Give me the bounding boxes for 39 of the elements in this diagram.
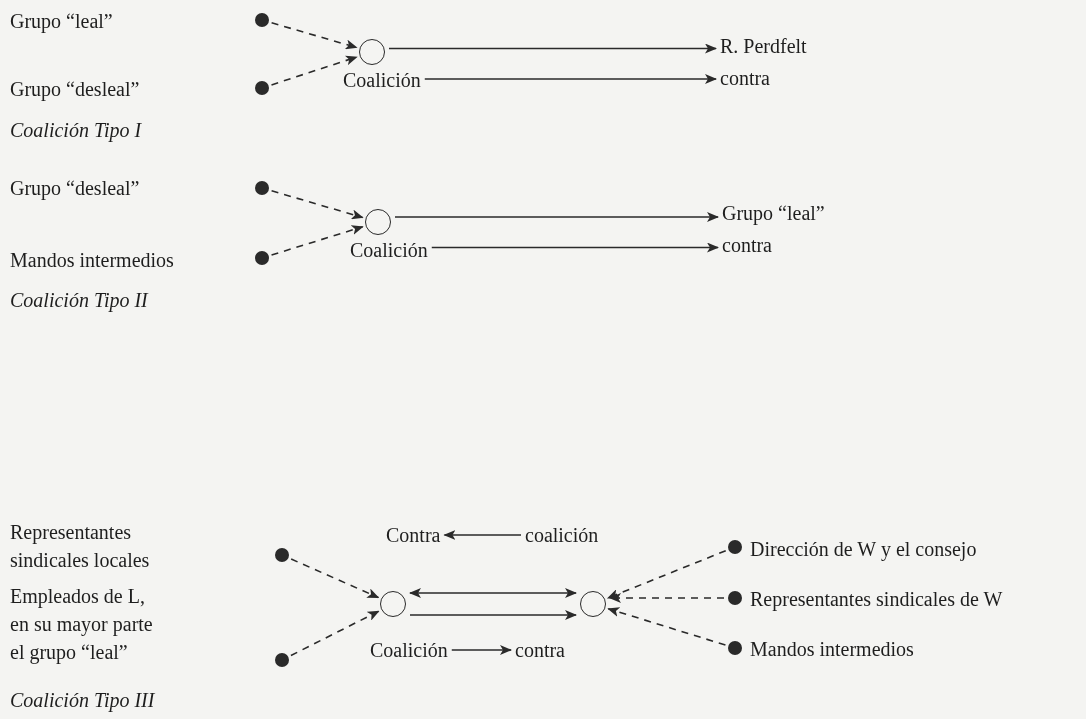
node-label: Coalición <box>370 638 448 662</box>
group-label: Grupo “desleal” <box>10 176 140 200</box>
arrow <box>430 242 719 253</box>
group-label: Empleados de L, en su mayor parte el grupo “leal” <box>10 584 154 666</box>
dashed-arrow <box>270 55 358 86</box>
node-label: Coalición <box>343 68 421 92</box>
coalition-type-caption: Coalición Tipo III <box>10 688 155 712</box>
group-label: Representantes sindicales de W <box>750 587 1003 613</box>
coalition-type-caption: Coalición Tipo I <box>10 118 142 142</box>
dashed-arrow <box>290 558 380 599</box>
dashed-arrow <box>270 225 364 256</box>
dashed-arrow <box>607 607 727 646</box>
coalition-type-caption: Coalición Tipo II <box>10 288 148 312</box>
group-label: Mandos intermedios <box>10 248 174 272</box>
group-label: Representantes sindicales locales <box>10 520 151 573</box>
arrow <box>450 645 512 655</box>
node-label: R. Perdfelt <box>720 34 807 58</box>
arrow <box>443 530 522 540</box>
double-arrow <box>409 588 577 598</box>
node-label: Contra <box>386 523 441 547</box>
node-label: contra <box>722 233 772 257</box>
node-label: contra <box>720 66 770 90</box>
arrow <box>409 610 577 620</box>
dashed-arrow <box>609 593 725 603</box>
dashed-arrow <box>606 549 727 599</box>
dashed-arrow <box>290 610 380 657</box>
dashed-arrow <box>270 190 364 220</box>
node-label: contra <box>515 638 565 662</box>
group-label: Grupo “desleal” <box>10 77 140 101</box>
group-label: Mandos intermedios <box>750 637 914 662</box>
dashed-arrow <box>270 22 358 50</box>
arrow <box>388 43 717 54</box>
node-label: coalición <box>525 523 599 547</box>
arrow <box>394 212 719 222</box>
node-label: Grupo “leal” <box>722 201 825 225</box>
arrow <box>423 74 717 84</box>
group-label: Grupo “leal” <box>10 9 113 33</box>
node-label: Coalición <box>350 238 428 262</box>
group-label: Dirección de W y el consejo <box>750 537 977 563</box>
